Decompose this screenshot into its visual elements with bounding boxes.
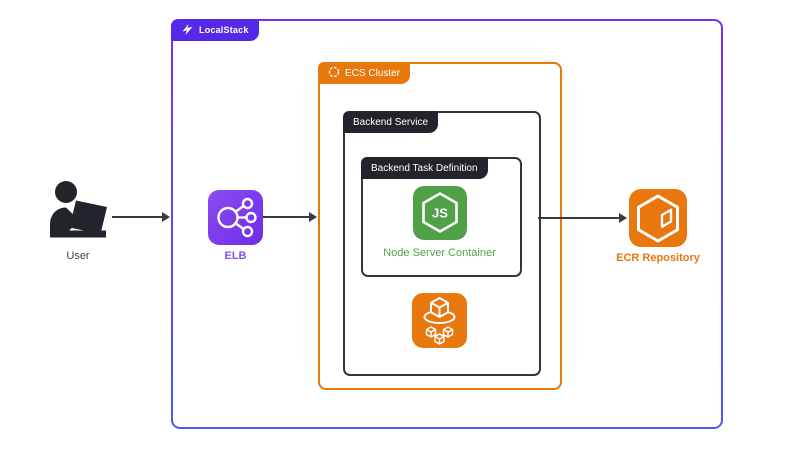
- localstack-badge-label: LocalStack: [199, 25, 249, 35]
- localstack-badge: LocalStack: [171, 19, 259, 41]
- user-label: User: [66, 250, 90, 262]
- backend-task-definition-badge: Backend Task Definition: [361, 157, 488, 179]
- elb-label: ELB: [224, 250, 247, 262]
- backend-task-definition-badge-label: Backend Task Definition: [371, 162, 478, 174]
- elastic-load-balancer-icon: [208, 190, 263, 245]
- ecr-repository-label: ECR Repository: [616, 252, 700, 264]
- node-server-container-label: Node Server Container: [383, 247, 496, 259]
- person-at-laptop-icon: [45, 179, 111, 246]
- ecs-cluster-icon: [328, 66, 340, 81]
- arrow-backend-to-ecr: [538, 213, 627, 223]
- backend-service-badge-label: Backend Service: [353, 116, 429, 128]
- ecs-cluster-badge-label: ECS Cluster: [345, 67, 401, 79]
- svg-text:JS: JS: [432, 206, 448, 221]
- ecr-repository-cube-icon: [629, 189, 687, 247]
- localstack-logo-icon: [181, 23, 194, 38]
- ecs-containers-icon: [412, 293, 467, 348]
- arrow-user-to-localstack: [112, 212, 170, 222]
- arrow-elb-to-ecs-cluster: [263, 212, 317, 222]
- backend-service-container: Backend Service: [343, 111, 541, 376]
- nodejs-hexagon-icon: JS: [413, 186, 467, 240]
- ecs-cluster-badge: ECS Cluster: [318, 62, 411, 84]
- ecs-cluster-container: ECS Cluster: [318, 62, 562, 390]
- backend-task-definition-container: Backend Task Definition: [361, 157, 522, 277]
- backend-service-badge: Backend Service: [343, 111, 439, 133]
